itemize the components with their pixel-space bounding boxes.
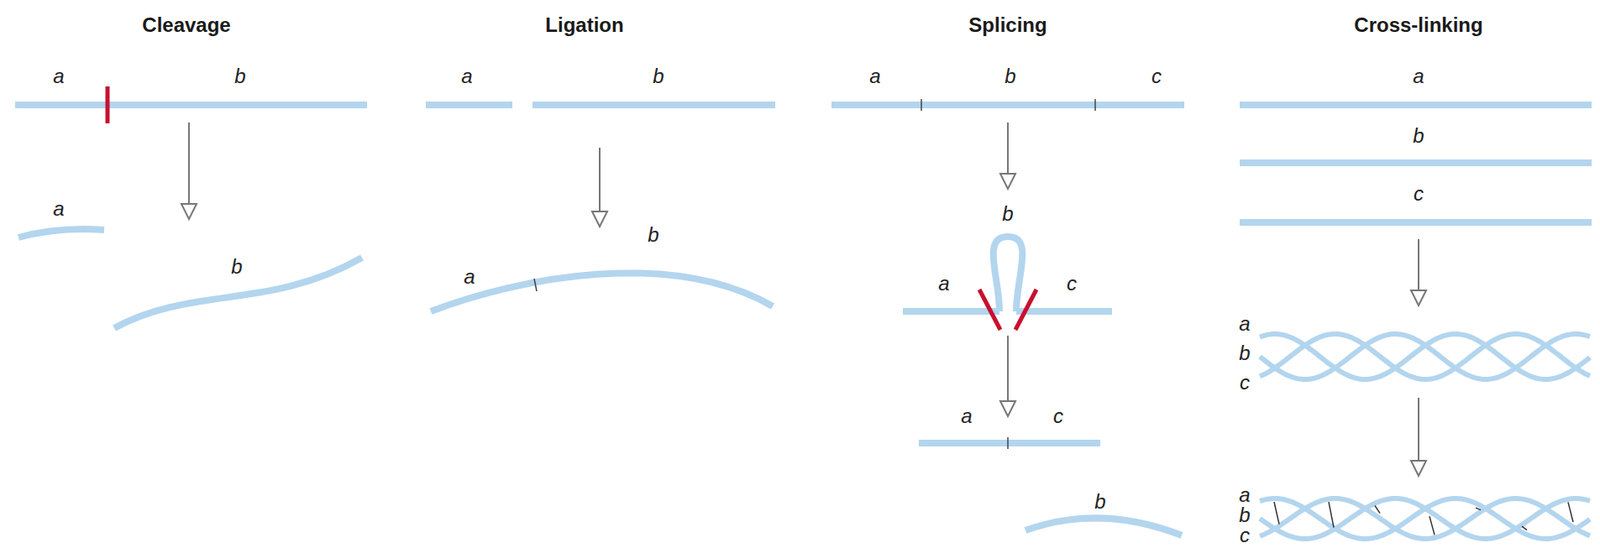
strand-label: b	[647, 225, 659, 246]
cross-link	[1429, 516, 1435, 536]
helix-strand	[1259, 498, 1590, 540]
strand	[425, 101, 513, 109]
arrow-head	[1000, 401, 1016, 417]
strand-label: a	[938, 273, 950, 294]
strand-fragment	[114, 257, 362, 329]
cross-link	[1475, 508, 1481, 511]
helix-strand	[1259, 334, 1590, 380]
helix-strand	[1259, 334, 1590, 380]
strand-fragment	[18, 229, 105, 238]
intron-loop	[993, 236, 1023, 312]
junction-ticks	[534, 99, 1096, 450]
arrow-shaft	[1417, 239, 1420, 293]
cross-link	[1328, 502, 1334, 529]
strand-label: c	[1239, 525, 1250, 546]
arrow-head	[1411, 290, 1427, 306]
strand	[902, 308, 1000, 315]
cross-link	[1521, 526, 1527, 531]
strand-label: a	[1238, 314, 1250, 335]
strand-label: a	[52, 199, 64, 220]
cross-link	[1568, 502, 1574, 523]
strand	[15, 101, 368, 109]
cross-links	[1274, 502, 1574, 536]
strand-spliced	[918, 440, 1101, 447]
helix-strand	[1259, 334, 1590, 380]
strand-joined	[430, 272, 773, 312]
strand-label: a	[463, 267, 475, 288]
panel-title: Cleavage	[141, 15, 231, 36]
arrow-shaft	[1007, 335, 1009, 404]
strand-label: c	[1151, 66, 1162, 87]
strand-label: a	[1412, 66, 1424, 87]
strand-label: b	[230, 257, 242, 278]
helix-strand	[1259, 498, 1590, 540]
arrow-head	[181, 204, 197, 220]
strand	[1016, 308, 1113, 315]
arrow-shaft	[188, 122, 190, 206]
strand	[532, 101, 776, 109]
panel-title: Splicing	[968, 15, 1047, 36]
strand-label: c	[1053, 406, 1064, 427]
strand-label: b	[652, 66, 664, 87]
helix-strand	[1259, 498, 1590, 540]
junction-tick	[1094, 99, 1097, 111]
cross-link	[1374, 506, 1380, 515]
strand-label: a	[869, 66, 881, 87]
strand-label: c	[1239, 372, 1250, 394]
strand	[1239, 101, 1592, 109]
cross-link	[1274, 502, 1280, 525]
strand-label: b	[1412, 125, 1424, 147]
strand-label: b	[234, 66, 246, 87]
helix	[1259, 498, 1590, 540]
panel-title: Cross-linking	[1353, 15, 1483, 36]
strands	[15, 104, 1592, 536]
strand-label: b	[1094, 492, 1106, 513]
cut-mark	[1015, 289, 1037, 331]
arrow-shaft	[598, 147, 601, 214]
junction-tick	[920, 99, 923, 111]
cut-mark	[979, 289, 1001, 331]
strand-label: a	[52, 66, 64, 87]
process-arrows	[181, 122, 1427, 477]
strand	[831, 101, 1185, 109]
strand-label: b	[1238, 505, 1250, 526]
strand-label: c	[1413, 183, 1424, 205]
cut-mark	[105, 86, 111, 124]
strand-label: a	[960, 406, 972, 427]
strand-label: a	[461, 66, 473, 87]
junction-tick	[534, 278, 537, 292]
strand-excised	[1025, 518, 1182, 536]
strand	[1239, 219, 1592, 226]
strand-label: c	[1066, 273, 1077, 294]
helix	[1259, 334, 1590, 380]
cut-marks	[107, 86, 1037, 331]
junction-tick	[1007, 437, 1009, 450]
strand-label: b	[1001, 204, 1013, 225]
arrow-head	[1000, 173, 1016, 189]
arrow-shaft	[1007, 122, 1009, 176]
arrow-shaft	[1417, 398, 1420, 463]
arrow-head	[1411, 461, 1427, 477]
strand	[1239, 159, 1592, 167]
strand-label: b	[1004, 66, 1016, 87]
panel-title: Ligation	[545, 15, 624, 36]
arrow-head	[592, 211, 608, 227]
strand-label: a	[1238, 485, 1250, 506]
strand-label: b	[1238, 343, 1250, 364]
